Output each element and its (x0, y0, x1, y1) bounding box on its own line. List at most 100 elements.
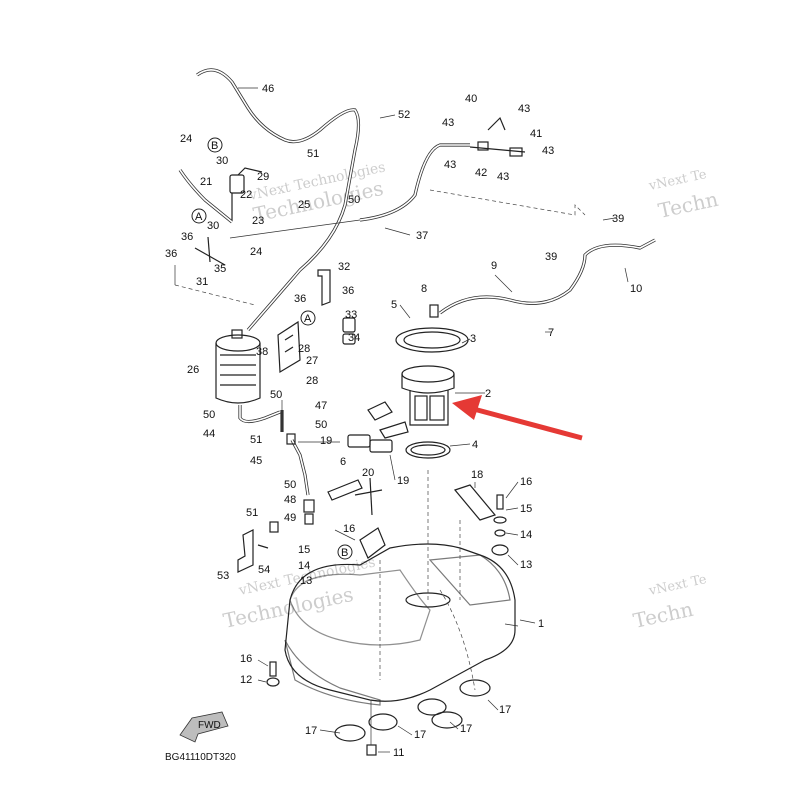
callout: 23 (252, 215, 264, 227)
callout: 37 (416, 230, 428, 242)
callout: 34 (348, 332, 360, 344)
forward-arrow-icon: FWD (179, 711, 229, 743)
callout: 7 (548, 327, 554, 339)
callout: 16 (343, 523, 355, 535)
callout: 2 (485, 388, 491, 400)
fasteners-right (491, 494, 509, 556)
callout: 10 (630, 283, 642, 295)
callout: 30 (216, 155, 228, 167)
diagram-code: BG41110DT320 (165, 752, 236, 763)
callout: 22 (240, 189, 252, 201)
watermark-group: vNext Technologies Technologies vNext Te… (221, 159, 720, 633)
ref-a: A (195, 211, 203, 223)
callout: 43 (444, 159, 456, 171)
connector-19 (347, 434, 393, 453)
callout: 18 (471, 469, 483, 481)
callout: 42 (475, 167, 487, 179)
bracket-53 (237, 521, 279, 573)
callout: 50 (284, 479, 296, 491)
callout: 4 (472, 439, 478, 451)
callout-labels: 46 52 40 43 43 41 43 43 42 43 24 30 29 2… (165, 83, 642, 759)
callout: 26 (187, 364, 199, 376)
callout: 36 (181, 231, 193, 243)
fuel-line-7 (429, 189, 656, 315)
watermark-text: Techn (631, 597, 695, 633)
callout: 20 (362, 467, 374, 479)
callout: 51 (307, 148, 319, 160)
callout: 13 (520, 559, 532, 571)
callout: 43 (442, 117, 454, 129)
ref-a: A (304, 313, 312, 325)
fuel-tank-1 (284, 470, 516, 706)
callout: 53 (217, 570, 229, 582)
ref-mark-a: A (191, 208, 207, 224)
callout: 51 (246, 507, 258, 519)
callout: 44 (203, 428, 215, 440)
callout: 9 (491, 260, 497, 272)
callout: 40 (465, 93, 477, 105)
callout: 38 (256, 346, 268, 358)
callout: 5 (391, 299, 397, 311)
pump-flange-3 (395, 304, 469, 353)
callout: 30 (207, 220, 219, 232)
callout: 33 (345, 309, 357, 321)
callout: 36 (294, 293, 306, 305)
callout: 17 (460, 723, 472, 735)
hose-44 (238, 405, 281, 424)
callout: 12 (240, 674, 252, 686)
callout: 28 (298, 343, 310, 355)
fwd-label: FWD (198, 720, 221, 731)
callout: 51 (250, 434, 262, 446)
callout: 39 (612, 213, 624, 225)
callout: 1 (538, 618, 544, 630)
callout: 52 (398, 109, 410, 121)
callout: 47 (315, 400, 327, 412)
callout: 16 (520, 476, 532, 488)
callout: 43 (518, 103, 530, 115)
callout: 8 (421, 283, 427, 295)
ref-mark-b2: B (337, 544, 353, 560)
callout: 43 (542, 145, 554, 157)
callout: 31 (196, 276, 208, 288)
callout: 39 (545, 251, 557, 263)
callout: 49 (284, 512, 296, 524)
callout: 15 (520, 503, 532, 515)
callout-leaders (257, 441, 519, 753)
pad-6 (327, 479, 363, 501)
ref-b: B (341, 547, 348, 559)
callout: 50 (203, 409, 215, 421)
callout: 35 (214, 263, 226, 275)
highlight-arrow (452, 395, 583, 441)
callout: 50 (315, 419, 327, 431)
rubber-pads-17 (334, 679, 491, 742)
bracket-27 (277, 320, 301, 374)
callout: 29 (257, 171, 269, 183)
callout: 46 (262, 83, 274, 95)
callout: 15 (298, 544, 310, 556)
valve-cluster-21 (174, 167, 263, 306)
valve-33 (342, 317, 356, 345)
fuel-pump-assembly-2[interactable] (379, 365, 455, 439)
callout: 17 (414, 729, 426, 741)
callout: 50 (348, 194, 360, 206)
callout: 24 (250, 246, 262, 258)
callout: 19 (397, 475, 409, 487)
callout: 3 (470, 333, 476, 345)
callout: 54 (258, 564, 270, 576)
watermark-text: Techn (656, 187, 720, 223)
strainer (367, 401, 393, 421)
callout: 21 (200, 176, 212, 188)
callout: 14 (298, 560, 310, 572)
watermark-text: vNext Te (647, 572, 709, 599)
callout: 25 (298, 199, 310, 211)
tee-fitting-42 (469, 116, 526, 157)
callout: 28 (306, 375, 318, 387)
ref-mark-a2: A (300, 310, 316, 326)
callout: 19 (320, 435, 332, 447)
callout: 17 (499, 704, 511, 716)
callout: 43 (497, 171, 509, 183)
bracket-32 (317, 269, 331, 306)
callout: 41 (530, 128, 542, 140)
